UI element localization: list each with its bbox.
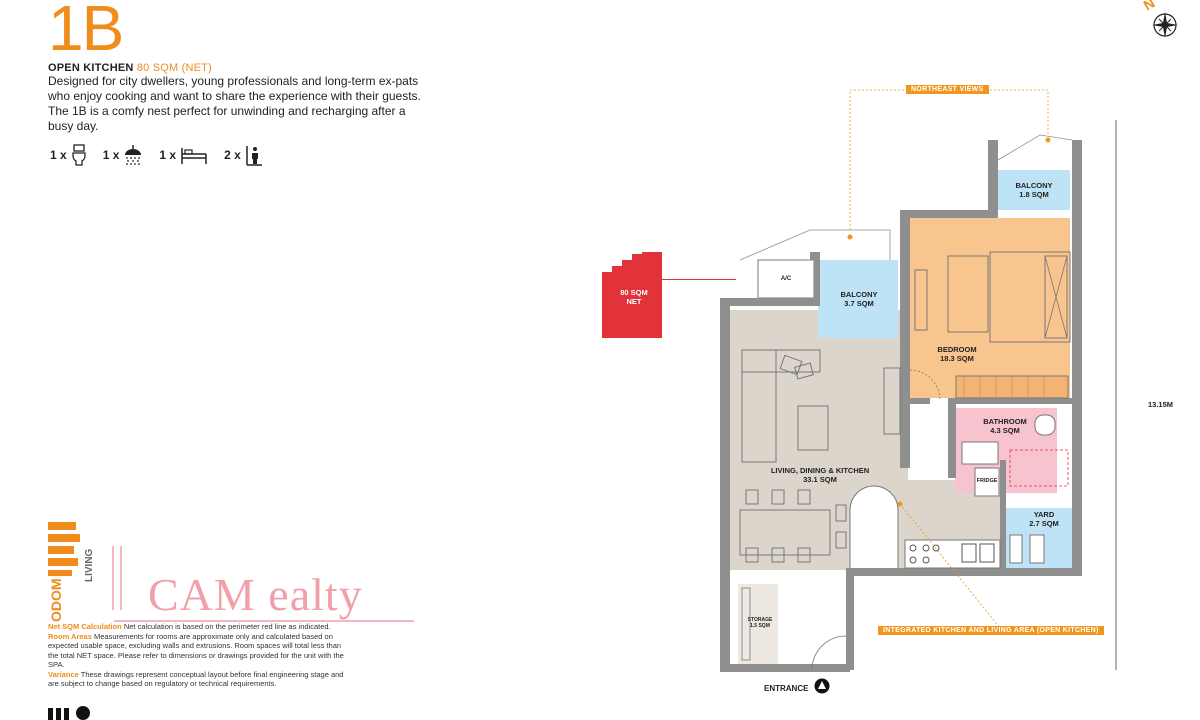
- amenity-count: 1 x: [50, 148, 67, 162]
- northeast-views-tag: NORTHEAST VIEWS: [906, 85, 989, 94]
- compass: N: [1140, 0, 1184, 44]
- unit-code: 1B: [48, 0, 124, 64]
- unit-subtitle: OPEN KITCHEN 80 SQM (NET): [48, 62, 212, 74]
- fridge-label: FRIDGE: [976, 478, 998, 484]
- unit-description: Designed for city dwellers, young profes…: [48, 74, 421, 133]
- room-yard: YARD 2.7 SQM: [1029, 510, 1059, 528]
- room-balcony-main: BALCONY 3.7 SQM: [840, 290, 878, 308]
- entrance-arrow-icon: [814, 678, 830, 699]
- amenity-count: 1 x: [159, 148, 177, 162]
- person-icon: [245, 144, 263, 166]
- amenity-shower: 1 x: [103, 144, 144, 166]
- room-storage: STORAGE 1.5 SQM: [747, 617, 773, 629]
- unit-type-label: OPEN KITCHEN: [48, 62, 134, 74]
- watermark-text: CAM ealty: [148, 569, 363, 620]
- logo-odom: ODOM: [48, 578, 64, 622]
- note-variance: Variance These drawings represent concep…: [48, 669, 344, 689]
- amenity-person: 2 x: [224, 144, 263, 166]
- floor-plan-drawing: [720, 89, 1117, 672]
- entrance-label: ENTRANCE: [764, 684, 809, 693]
- entrance-marker: ENTRANCE: [764, 678, 830, 699]
- key-plan-label: 80 SQM NET: [620, 288, 648, 306]
- unit-area-label: 80 SQM (NET): [136, 62, 212, 74]
- note-net: Net SQM Calculation Net calculation is b…: [48, 622, 331, 631]
- disclaimer-notes: Net SQM Calculation Net calculation is b…: [48, 622, 348, 689]
- integrated-kitchen-tag: INTEGRATED KITCHEN AND LIVING AREA (OPEN…: [878, 626, 1104, 635]
- shower-icon: [123, 144, 143, 166]
- room-bathroom: BATHROOM 4.3 SQM: [983, 417, 1027, 435]
- key-plan: 80 SQM NET: [600, 248, 670, 340]
- amenity-count: 2 x: [224, 148, 241, 162]
- floor-plan: A/C BALCONY 3.7 SQM BALCONY 1.8 SQM BEDR…: [700, 80, 1120, 700]
- amenity-toilet: 1 x: [50, 144, 87, 166]
- amenities-row: 1 x 1 x 1 x 2 x: [50, 144, 275, 166]
- brand-block-icon: [48, 706, 90, 720]
- brand-mark-bottom: [48, 704, 118, 720]
- toilet-icon: [71, 144, 87, 166]
- watermark-underline: [114, 620, 414, 622]
- logo-divider-2: [120, 546, 122, 610]
- amenity-count: 1 x: [102, 148, 120, 162]
- room-bedroom: BEDROOM 18.3 SQM: [937, 345, 977, 363]
- amenity-bed: 1 x: [159, 144, 208, 166]
- compass-rose-icon: [1152, 12, 1178, 38]
- logo-mark-icon: [48, 522, 80, 576]
- room-living: LIVING, DINING & KITCHEN 33.1 SQM: [770, 466, 870, 484]
- note-rooms: Room Areas Measurements for rooms are ap…: [48, 631, 344, 670]
- room-ac-label: A/C: [780, 276, 792, 282]
- key-plan-shape: [602, 252, 662, 338]
- dimension-label: 13.15M: [1148, 400, 1174, 409]
- room-balcony-bedroom: BALCONY 1.8 SQM: [1015, 181, 1053, 199]
- logo-divider: [112, 546, 114, 610]
- bed-icon: [180, 144, 208, 166]
- logo-living: LIVING: [84, 548, 95, 582]
- odom-living-logo: ODOM LIVING: [48, 522, 108, 622]
- key-plan-leader: [662, 279, 736, 280]
